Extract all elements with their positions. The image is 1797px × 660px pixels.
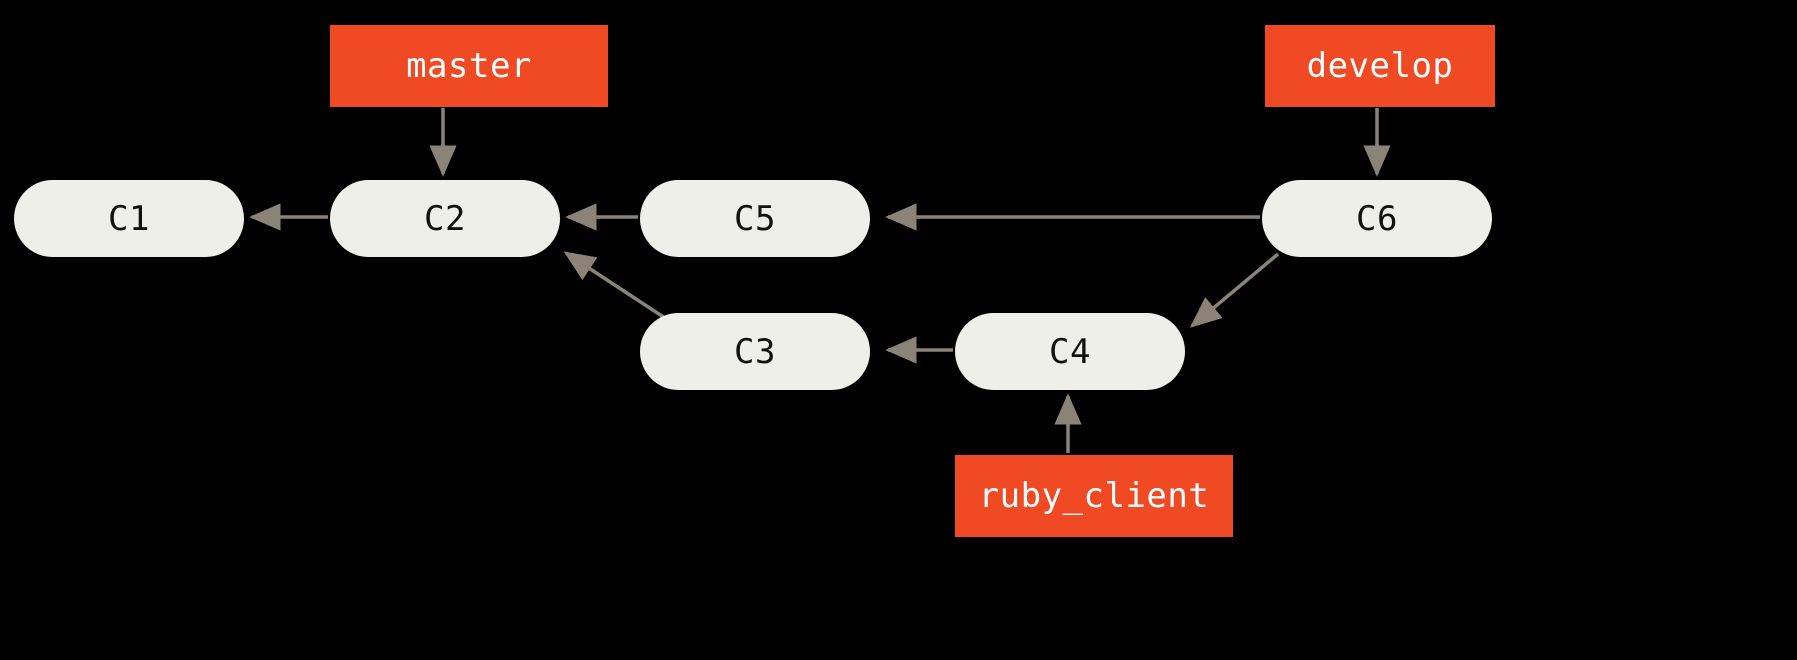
commit-label: C2 bbox=[424, 198, 466, 239]
branch-name: ruby_client bbox=[978, 476, 1210, 516]
commit-node-c5[interactable]: C5 bbox=[640, 180, 870, 257]
commit-label: C3 bbox=[734, 331, 776, 372]
commit-label: C5 bbox=[734, 198, 776, 239]
branch-name: master bbox=[406, 46, 532, 86]
commit-node-c2[interactable]: C2 bbox=[330, 180, 560, 257]
commit-label: C1 bbox=[108, 198, 150, 239]
branch-name: develop bbox=[1306, 46, 1454, 86]
commit-label: C4 bbox=[1049, 331, 1091, 372]
commit-node-c1[interactable]: C1 bbox=[14, 180, 244, 257]
edge-c3-c2 bbox=[563, 251, 669, 322]
commit-node-c6[interactable]: C6 bbox=[1262, 180, 1492, 257]
commit-node-c4[interactable]: C4 bbox=[955, 313, 1185, 390]
edge-c6-c4 bbox=[1189, 252, 1280, 328]
branch-label-ruby-client[interactable]: ruby_client bbox=[955, 455, 1233, 537]
branch-label-develop[interactable]: develop bbox=[1265, 25, 1495, 107]
commit-label: C6 bbox=[1356, 198, 1398, 239]
branch-label-master[interactable]: master bbox=[330, 25, 608, 107]
commit-node-c3[interactable]: C3 bbox=[640, 313, 870, 390]
